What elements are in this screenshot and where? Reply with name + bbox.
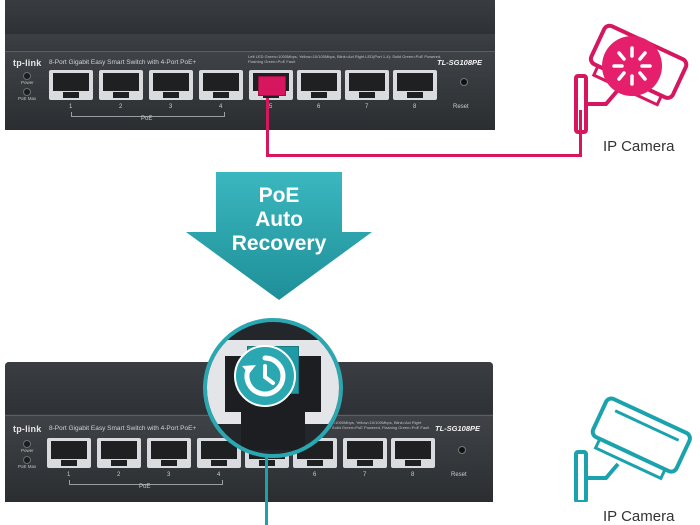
power-led-label: Power [21,448,34,453]
poe-max-led-label: PoE Max [18,464,37,469]
top-port-2 [99,70,143,100]
bottom-ip-camera-icon [574,396,692,502]
top-switch-model: TL-SG108PE [437,58,483,67]
top-port-number: 3 [169,104,173,110]
top-port-5-fault-plug [258,76,286,96]
top-port-number: 8 [413,104,417,110]
top-switch-led-info: Left LED Green=1000Mbps, Yellow=10/100Mb… [248,54,442,64]
power-led [23,72,31,80]
bottom-port-2 [97,438,141,468]
top-reset-label: Reset [453,104,469,110]
bottom-recovered-cable [265,440,268,525]
bottom-reset-button[interactable] [458,446,466,454]
poe-max-led-label: PoE Max [18,96,37,101]
top-port-4 [199,70,243,100]
zoomed-port-latch [241,410,305,450]
top-port-1 [49,70,93,100]
top-poe-bracket [71,112,225,117]
top-port-7 [345,70,389,100]
power-led [23,440,31,448]
top-port-6 [297,70,341,100]
bottom-port-8 [391,438,435,468]
bottom-port-number: 2 [117,472,121,478]
poe-max-led [23,456,31,464]
down-arrow-icon [186,172,372,300]
arrow-text-line: PoE [258,184,300,207]
top-port-number: 5 [269,104,273,110]
top-poe-label: PoE [141,116,153,122]
top-reset-button[interactable] [460,78,468,86]
bottom-port-number: 4 [217,472,221,478]
recovery-icon [234,345,296,407]
bottom-port-7 [343,438,387,468]
poe-max-led [23,88,31,96]
bottom-poe-label: PoE [139,484,151,490]
top-switch: tp-link 8-Port Gigabit Easy Smart Switch… [5,0,495,130]
arrow-text-line: Recovery [231,232,327,255]
top-port-number: 2 [119,104,123,110]
arrow-text-line: Auto [255,208,303,231]
top-port-number: 7 [365,104,369,110]
top-port-8 [393,70,437,100]
top-switch-description: 8-Port Gigabit Easy Smart Switch with 4-… [49,59,197,66]
bottom-camera-label: IP Camera [603,508,675,525]
top-fault-cable [266,154,582,157]
top-port-number: 1 [69,104,73,110]
top-ip-camera-icon [574,23,689,134]
bottom-port-number: 1 [67,472,71,478]
top-fault-cable [266,98,269,156]
top-switch-chassis [5,0,495,34]
bottom-poe-bracket [69,480,223,485]
power-led-label: Power [21,80,34,85]
bottom-port-number: 8 [411,472,415,478]
bottom-switch-brand: tp-link [13,424,42,434]
top-camera-status-badge [602,36,662,96]
bottom-port-3 [147,438,191,468]
top-switch-brand: tp-link [13,58,42,68]
bottom-switch-led-info: Left LED Green=1000Mbps, Yellow=10/100Mb… [305,420,430,430]
bottom-switch-description: 8-Port Gigabit Easy Smart Switch with 4-… [49,425,197,432]
top-port-3 [149,70,193,100]
poe-auto-recovery-title: PoE Auto Recovery [216,184,342,256]
bottom-reset-label: Reset [451,472,467,478]
bottom-port-number: 3 [167,472,171,478]
top-camera-label: IP Camera [603,138,675,155]
top-switch-front-panel: tp-link 8-Port Gigabit Easy Smart Switch… [5,51,495,130]
bottom-port-1 [47,438,91,468]
top-port-number: 6 [317,104,321,110]
top-port-number: 4 [219,104,223,110]
bottom-port-number: 7 [363,472,367,478]
bottom-switch-model: TL-SG108PE [435,424,481,433]
bottom-port-number: 6 [313,472,317,478]
